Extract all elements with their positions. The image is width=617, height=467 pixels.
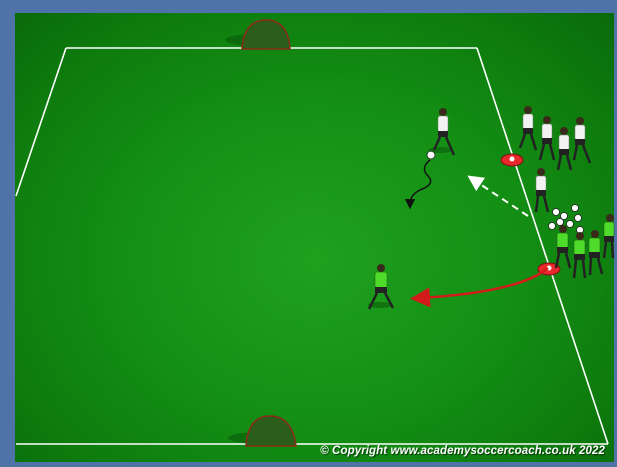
pitch-lines bbox=[16, 48, 608, 444]
pass-arrow bbox=[420, 268, 548, 298]
green-player bbox=[574, 232, 585, 278]
run-arrow bbox=[474, 180, 528, 216]
top-goal bbox=[225, 20, 290, 49]
copyright-text: © Copyright www.academysoccercoach.co.uk… bbox=[320, 445, 605, 457]
green-player bbox=[589, 230, 602, 275]
dribble-arrow bbox=[410, 160, 431, 204]
bottom-goal bbox=[228, 416, 296, 446]
white-player bbox=[536, 168, 548, 212]
white-player bbox=[574, 117, 590, 163]
white-player bbox=[558, 127, 571, 170]
white-player bbox=[428, 108, 454, 155]
green-player bbox=[604, 214, 614, 258]
white-player bbox=[520, 106, 536, 150]
green-player bbox=[368, 264, 393, 309]
red-cone-top bbox=[501, 154, 523, 166]
white-player bbox=[540, 116, 554, 160]
green-player bbox=[556, 225, 570, 268]
